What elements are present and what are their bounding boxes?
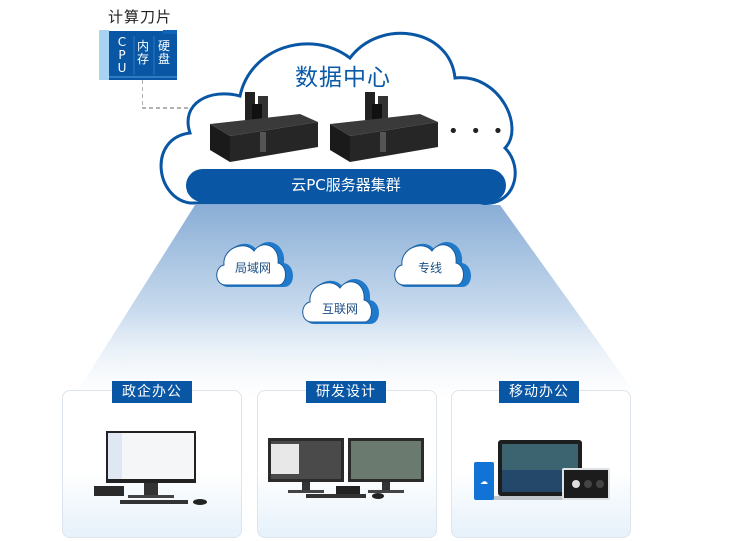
lan-cloud-icon: [216, 241, 293, 287]
network-label-dedicated: 专线: [417, 261, 442, 275]
datacenter-cloud: [159, 31, 517, 205]
network-label-internet: 互联网: [321, 302, 358, 316]
blade-title: 计算刀片: [108, 8, 173, 26]
scenario-label-government: 政企办公: [112, 381, 192, 403]
mobile-devices-icon: ☁: [474, 440, 610, 500]
blade-disk-label: 硬盘: [157, 39, 170, 66]
internet-cloud-icon: [302, 278, 379, 324]
server-icon: [210, 92, 318, 162]
desktop-pc-icon: [94, 431, 207, 505]
compute-blade-icon: [99, 30, 177, 80]
blade-memory-label: 内存: [136, 39, 149, 66]
network-label-lan: 局域网: [234, 261, 271, 275]
more-servers-ellipsis: • • •: [448, 121, 507, 142]
scenario-label-mobile: 移动办公: [499, 381, 579, 403]
dual-monitor-workstation-icon: [268, 438, 424, 499]
scenario-label-rd-design: 研发设计: [306, 381, 386, 403]
server-icon: [330, 92, 438, 162]
dedicated-line-cloud-icon: [394, 241, 471, 287]
datacenter-title: 数据中心: [295, 65, 391, 91]
server-cluster-bar: 云PC服务器集群: [186, 169, 506, 202]
svg-text:☁: ☁: [480, 477, 488, 486]
